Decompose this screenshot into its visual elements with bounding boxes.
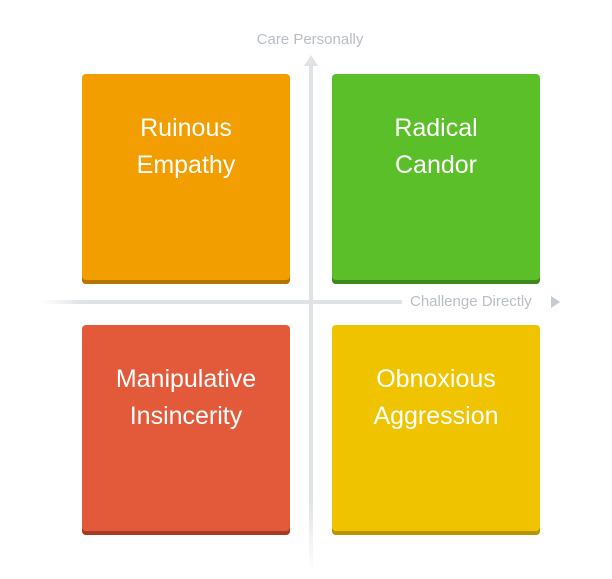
quadrant-title-line1: Ruinous — [140, 114, 232, 142]
quadrant-ruinous-empathy: Ruinous Empathy — [82, 74, 290, 284]
quadrant-title-line1: Manipulative — [115, 365, 257, 393]
quadrant-title-line1: Radical — [394, 114, 478, 142]
quadrant-obnoxious-aggression: Obnoxious Aggression — [332, 325, 540, 535]
quadrant-title-line2: Aggression — [373, 402, 499, 430]
arrow-up-icon — [304, 55, 318, 66]
quadrant-title-line2: Candor — [395, 151, 477, 179]
arrow-right-icon — [551, 296, 560, 308]
quadrant-radical-candor: Radical Candor — [332, 74, 540, 284]
quadrant-manipulative-insincerity: Manipulative Insincerity — [82, 325, 290, 535]
x-axis-label: Challenge Directly — [410, 293, 532, 310]
quadrant-title-line2: Empathy — [136, 151, 236, 179]
y-axis-label: Care Personally — [256, 31, 364, 48]
horizontal-axis-line — [40, 300, 402, 304]
quadrant-title-line2: Insincerity — [129, 402, 243, 430]
quadrant-title-line1: Obnoxious — [376, 365, 496, 393]
vertical-axis-line — [309, 64, 313, 574]
